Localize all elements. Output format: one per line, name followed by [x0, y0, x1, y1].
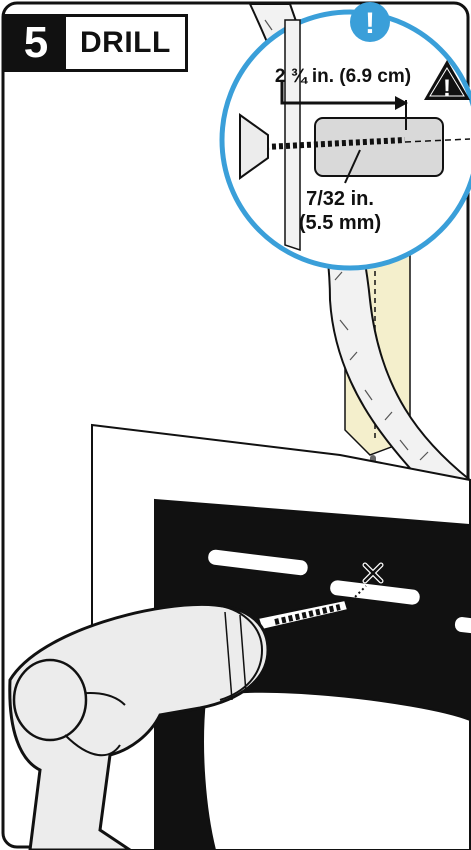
step-number: 5: [6, 17, 66, 69]
plate-cutout: [203, 692, 470, 850]
callout-stud: [315, 118, 443, 176]
depth-label: 2 ¾ in. (6.9 cm): [275, 66, 411, 87]
svg-text:!: !: [365, 7, 375, 40]
info-icon: !: [350, 2, 390, 42]
step-header: 5 DRILL: [3, 14, 188, 72]
step-title: DRILL: [66, 17, 185, 69]
svg-text:!: !: [443, 75, 451, 102]
bit-size-label: 7/32 in.: [306, 188, 374, 210]
bit-size-metric-label: (5.5 mm): [299, 212, 381, 234]
